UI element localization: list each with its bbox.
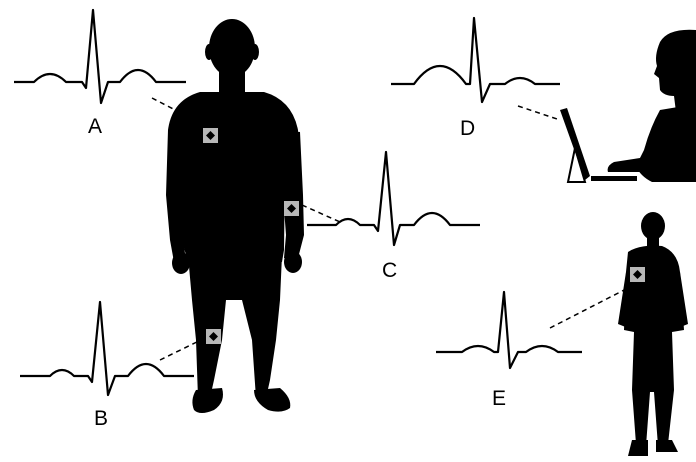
- ecg-trace-b: [20, 302, 194, 395]
- sensor-patch-icon: [206, 329, 221, 344]
- sensor-patch-icon: [203, 128, 218, 143]
- standing-man-small-silhouette: [618, 212, 688, 456]
- ecg-trace-d: [391, 18, 560, 102]
- seated-woman-silhouette: [560, 30, 696, 182]
- label-d: D: [460, 118, 475, 139]
- label-e: E: [492, 388, 506, 409]
- standing-man-silhouette: [166, 19, 304, 413]
- connector-c: [302, 205, 340, 222]
- ecg-trace-c: [307, 152, 480, 245]
- ecg-trace-e: [436, 292, 582, 368]
- sensor-patch-icon: [630, 267, 645, 282]
- label-b: B: [94, 408, 108, 429]
- ecg-trace-a: [14, 10, 186, 103]
- label-c: C: [382, 260, 397, 281]
- sensor-patch-icon: [284, 201, 299, 216]
- label-a: A: [88, 116, 102, 137]
- connector-a: [152, 98, 181, 113]
- connector-e: [550, 288, 628, 328]
- connector-d: [518, 106, 560, 120]
